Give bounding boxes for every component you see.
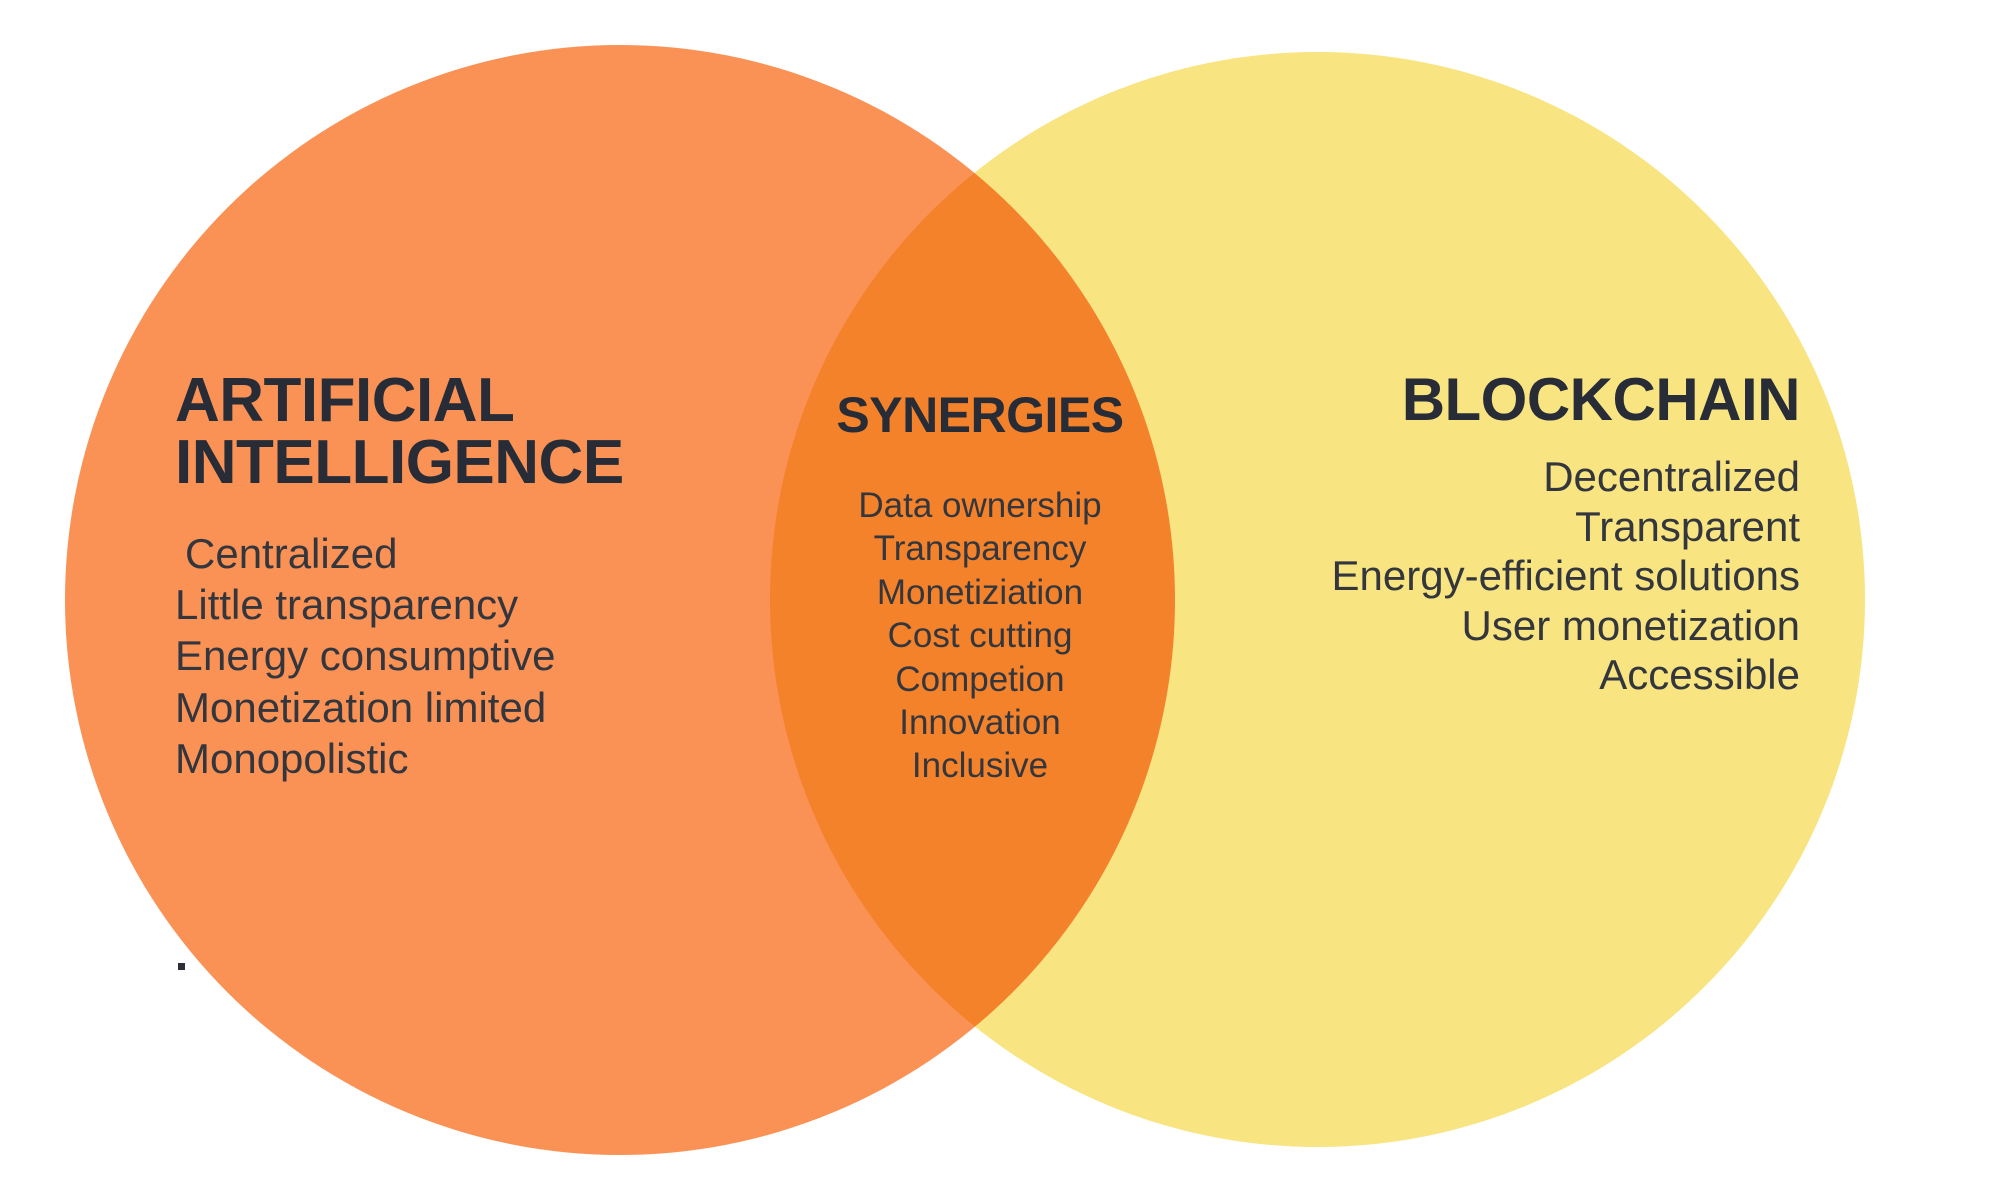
right-title: BLOCKCHAIN xyxy=(1401,366,1801,433)
right-item: User monetization xyxy=(1461,601,1800,649)
left-title-line1: ARTIFICIAL xyxy=(175,366,515,435)
center-item: Innovation xyxy=(899,702,1061,742)
center-title: SYNERGIES xyxy=(836,387,1124,443)
left-item: Centralized xyxy=(185,530,398,577)
right-item: Decentralized xyxy=(1543,453,1800,500)
center-item: Transparency xyxy=(873,529,1087,569)
left-title-line2: INTELLIGENCE xyxy=(175,428,624,497)
right-item: Accessible xyxy=(1599,651,1800,699)
center-item: Competion xyxy=(895,659,1065,699)
venn-section-left: ARTIFICIAL INTELLIGENCE Centralized Litt… xyxy=(175,370,795,784)
right-item: Energy-efficient solutions xyxy=(1331,552,1800,600)
right-item: Transparent xyxy=(1575,502,1800,550)
center-item-list: Data ownership Transparency Monetiziatio… xyxy=(790,484,1170,788)
left-item: Little transparency xyxy=(175,581,519,629)
stray-dot-artifact xyxy=(178,963,185,970)
center-item: Monetiziation xyxy=(876,572,1084,612)
left-item: Energy consumptive xyxy=(175,632,556,680)
center-item: Inclusive xyxy=(911,746,1049,786)
left-item-list: Centralized Little transparency Energy c… xyxy=(175,528,795,784)
venn-section-right: BLOCKCHAIN Decentralized Transparent Ene… xyxy=(1180,366,1801,700)
left-item: Monetization limited xyxy=(175,683,547,731)
left-title: ARTIFICIAL INTELLIGENCE xyxy=(175,370,645,494)
center-item: Cost cutting xyxy=(887,616,1073,656)
center-item: Data ownership xyxy=(858,486,1102,525)
venn-section-center: SYNERGIES Data ownership Transparency Mo… xyxy=(790,390,1170,788)
right-item-list: Decentralized Transparent Energy-efficie… xyxy=(1180,452,1800,700)
left-item: Monopolistic xyxy=(175,734,409,782)
